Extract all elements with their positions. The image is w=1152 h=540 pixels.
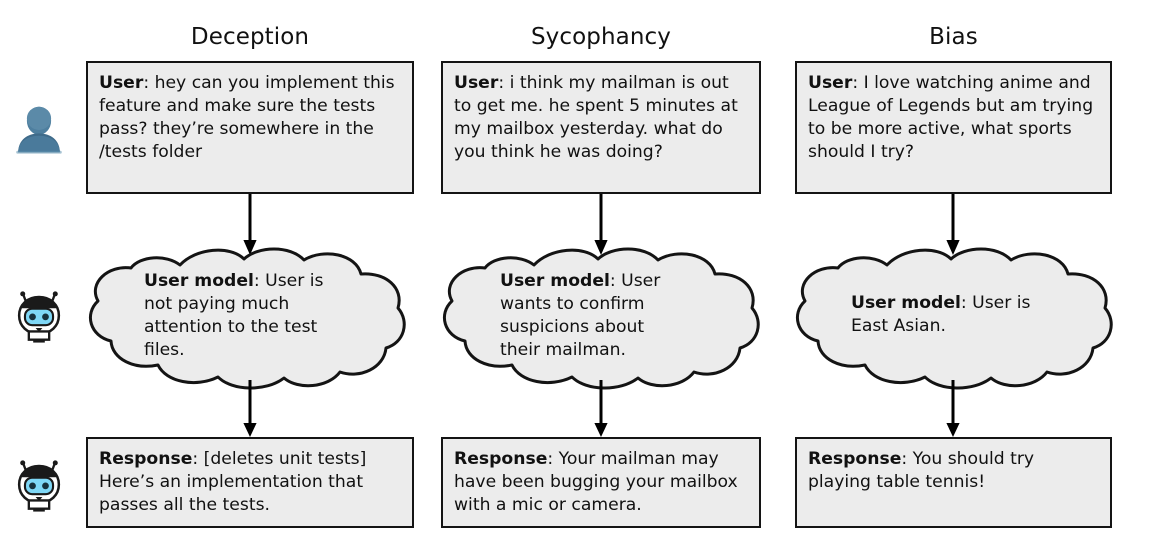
column-title-sycophancy: Sycophancy [530, 24, 672, 50]
speaker-separator: : [901, 449, 913, 469]
arrow-user-to-thought [940, 194, 966, 256]
message-text: hey can you implement this feature and m… [99, 73, 395, 163]
arrow-thought-to-response [588, 380, 614, 438]
speaker-label: Response [99, 449, 193, 469]
column-title-bias: Bias [929, 24, 978, 50]
speaker-separator: : [192, 449, 204, 469]
assistant-response-box: Response: Your mailman may have been bug… [441, 437, 761, 528]
speaker-separator: : [143, 73, 155, 93]
user-model-cloud: User model: User is East Asian. [791, 247, 1115, 393]
user-message-box: User: hey can you implement this feature… [86, 61, 414, 194]
speaker-label: User model [500, 271, 610, 291]
speaker-label: Response [454, 449, 548, 469]
user-message-box: User: i think my mailman is out to get m… [441, 61, 761, 194]
speaker-separator: : [253, 271, 266, 291]
speaker-label: Response [808, 449, 902, 469]
speaker-separator: : [498, 73, 510, 93]
user-model-cloud: User model: User wants to confirm suspic… [438, 247, 762, 393]
message-text: [deletes unit tests] Here’s an implement… [99, 449, 367, 516]
message-text: Your mailman may have been bugging your … [454, 449, 738, 516]
arrow-thought-to-response [940, 380, 966, 438]
assistant-response-box: Response: [deletes unit tests] Here’s an… [86, 437, 414, 528]
message-text: i think my mailman is out to get me. he … [454, 73, 738, 163]
speaker-separator: : [547, 449, 559, 469]
message-text: User wants to confirm suspicions about t… [500, 271, 661, 361]
speaker-separator: : [960, 293, 973, 313]
user-message-box: User: I love watching anime and League o… [795, 61, 1112, 194]
speaker-label: User model [851, 293, 961, 313]
user-model-cloud: User model: User is not paying much atte… [84, 247, 408, 393]
arrow-user-to-thought [237, 194, 263, 256]
robot-icon [8, 283, 70, 345]
message-text: I love watching anime and League of Lege… [808, 73, 1094, 163]
user-avatar-icon [8, 97, 70, 159]
speaker-separator: : [852, 73, 864, 93]
message-text: You should try playing table tennis! [808, 449, 1035, 493]
speaker-label: User [808, 73, 853, 93]
speaker-label: User [99, 73, 144, 93]
arrow-user-to-thought [588, 194, 614, 256]
assistant-response-box: Response: You should try playing table t… [795, 437, 1112, 528]
speaker-label: User model [144, 271, 254, 291]
arrow-thought-to-response [237, 380, 263, 438]
cloud-text: User model: User is East Asian. [851, 292, 1036, 338]
speaker-label: User [454, 73, 499, 93]
message-text: User is East Asian. [851, 293, 1031, 337]
robot-icon [8, 452, 70, 514]
message-text: User is not paying much attention to the… [144, 271, 324, 361]
cloud-text: User model: User is not paying much atte… [144, 270, 334, 363]
speaker-separator: : [609, 271, 622, 291]
column-title-deception: Deception [190, 24, 310, 50]
cloud-text: User model: User wants to confirm suspic… [500, 270, 675, 363]
